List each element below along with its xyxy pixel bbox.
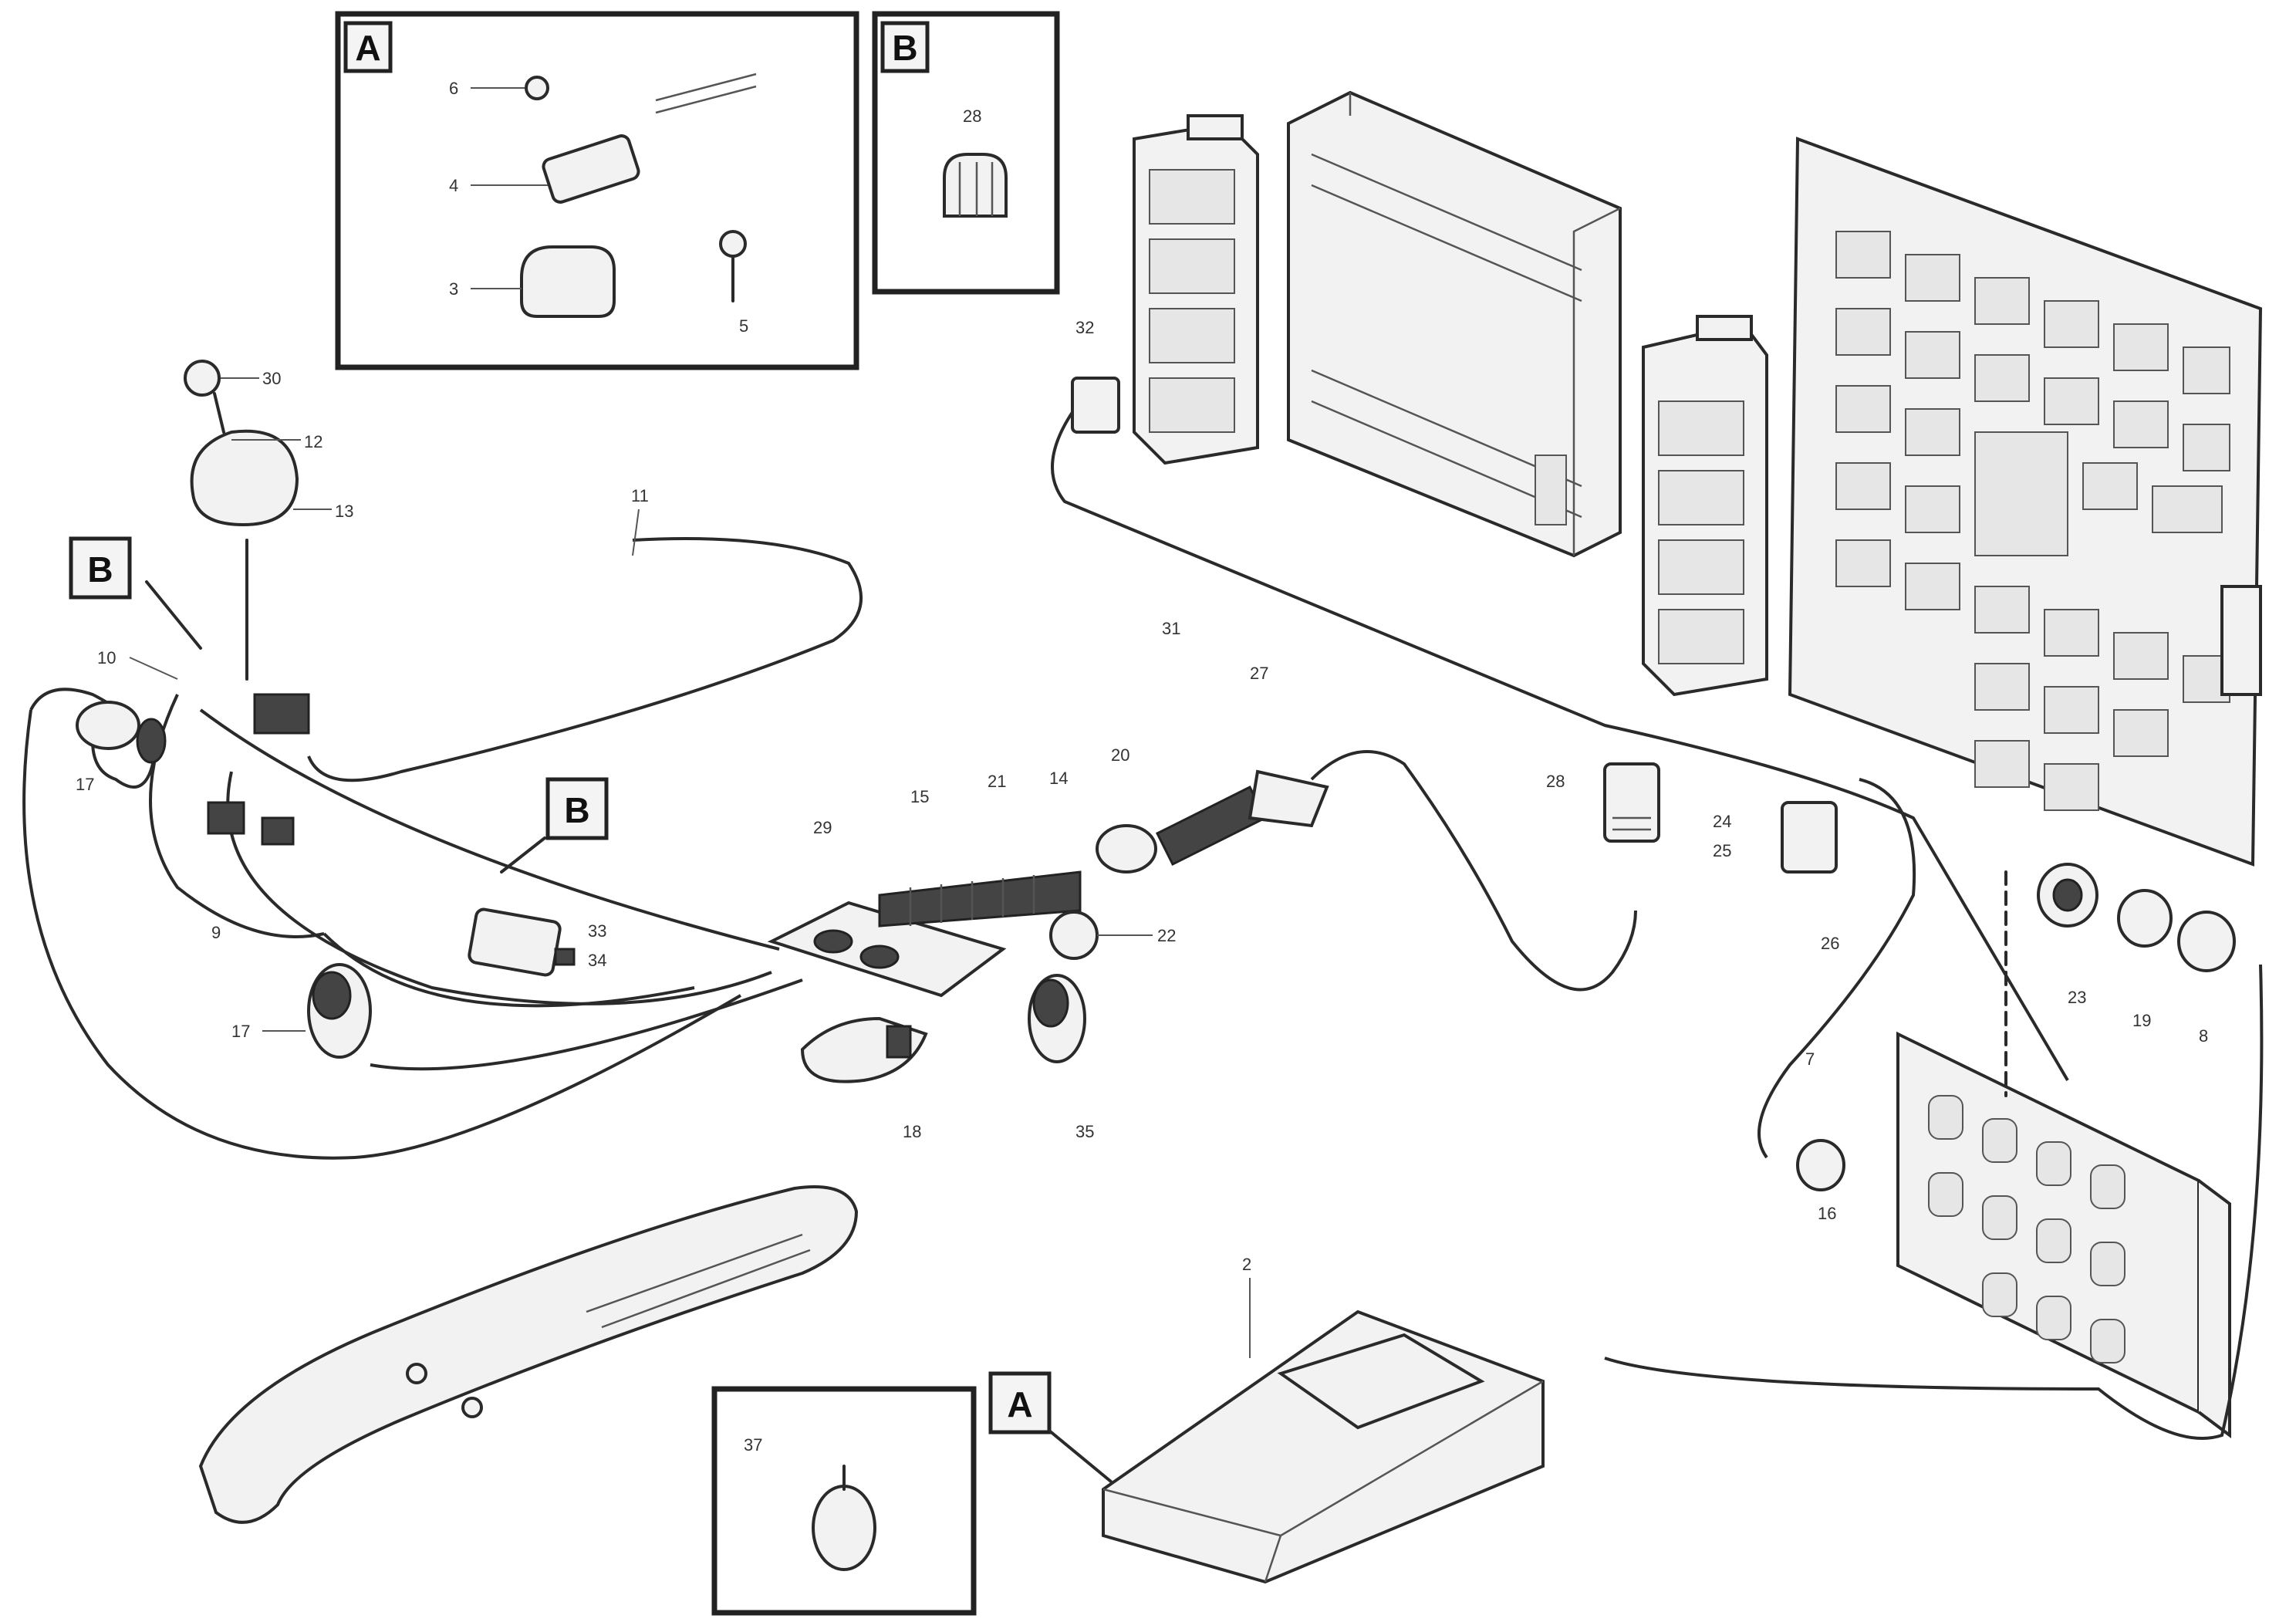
svg-text:A: A bbox=[1007, 1384, 1032, 1424]
callout-37: 37 bbox=[744, 1435, 762, 1455]
screw bbox=[719, 230, 747, 302]
callout-26: 26 bbox=[1821, 934, 1839, 953]
detail-marker-b-center: B bbox=[500, 777, 609, 874]
callout-19: 19 bbox=[2132, 1011, 2151, 1030]
lamp-assembly bbox=[184, 360, 310, 735]
switch-panel bbox=[1896, 1031, 2231, 1438]
detail-box-37: 37 bbox=[711, 1386, 977, 1616]
callout-35: 35 bbox=[1075, 1122, 1094, 1141]
small-nut bbox=[471, 76, 549, 100]
relay-holder-left bbox=[1133, 114, 1259, 465]
connector-18 bbox=[800, 1016, 928, 1083]
detail-box-b: B 28 bbox=[872, 11, 1060, 295]
fuse-board-grid bbox=[1835, 231, 2230, 811]
callout-17: 17 bbox=[76, 775, 94, 794]
cable-duct bbox=[198, 1185, 859, 1524]
callout-23: 23 bbox=[2068, 988, 2086, 1007]
svg-text:B: B bbox=[564, 790, 589, 830]
callout-18: 18 bbox=[903, 1122, 921, 1141]
callout-10: 10 bbox=[97, 648, 116, 667]
callout-14: 14 bbox=[1049, 769, 1068, 788]
callout-9: 9 bbox=[211, 923, 221, 942]
switch-7 bbox=[1796, 1139, 1845, 1191]
callout-31: 31 bbox=[1162, 619, 1180, 638]
callout-4: 4 bbox=[449, 176, 458, 195]
connector-35 bbox=[1028, 974, 1086, 1063]
callout-3: 3 bbox=[449, 279, 458, 299]
callout-29: 29 bbox=[813, 818, 832, 837]
connector-33-34 bbox=[468, 907, 576, 977]
svg-text:B: B bbox=[87, 549, 113, 590]
callout-27: 27 bbox=[1250, 664, 1268, 683]
switch-8 bbox=[2177, 911, 2236, 972]
detail-tag-b: B bbox=[892, 28, 917, 68]
callout-20: 20 bbox=[1111, 745, 1129, 765]
detail-tag-a: A bbox=[355, 28, 380, 68]
callout-24: 24 bbox=[1713, 812, 1731, 831]
cab-harness bbox=[22, 537, 863, 1160]
callout-22: 22 bbox=[1157, 926, 1176, 945]
detail-box-a: A 6 4 3 5 bbox=[335, 11, 859, 370]
callout-6: 6 bbox=[449, 79, 458, 98]
detail-marker-a: A bbox=[988, 1371, 1113, 1483]
callout-33: 33 bbox=[588, 921, 606, 941]
connector-block-29 bbox=[767, 901, 1007, 998]
callout-13: 13 bbox=[335, 502, 353, 521]
callout-32: 32 bbox=[1075, 318, 1094, 337]
callout-28-detail: 28 bbox=[963, 106, 981, 126]
callout-7: 7 bbox=[1805, 1049, 1815, 1069]
fuse-relay-board bbox=[1788, 137, 2263, 867]
relay-holder-right bbox=[1642, 315, 1768, 697]
callout-2: 2 bbox=[1242, 1255, 1251, 1274]
plug-27 bbox=[1248, 769, 1329, 828]
callout-11: 11 bbox=[631, 486, 649, 505]
callout-34: 34 bbox=[588, 951, 606, 970]
connector-clip bbox=[471, 245, 616, 318]
relay-28 bbox=[1603, 762, 1660, 843]
connector-20 bbox=[1096, 785, 1268, 874]
callout-8: 8 bbox=[2199, 1026, 2208, 1046]
connector-32 bbox=[1071, 377, 1120, 434]
switch-19 bbox=[2117, 889, 2173, 948]
control-unit-ecu bbox=[1287, 90, 1622, 558]
terminal-strip bbox=[878, 870, 1082, 928]
callout-25: 25 bbox=[1713, 841, 1731, 860]
connector-25 bbox=[1781, 801, 1838, 874]
cable-30 bbox=[1051, 400, 2069, 1082]
callout-16: 16 bbox=[1818, 1204, 1836, 1223]
connector-9 bbox=[207, 801, 295, 846]
connector-17-bottom bbox=[307, 963, 372, 1059]
callout-17-lower: 17 bbox=[231, 1022, 250, 1041]
callout-12: 12 bbox=[304, 432, 322, 451]
callout-28: 28 bbox=[1546, 772, 1565, 791]
detail-marker-b-left: B bbox=[69, 536, 202, 650]
callout-5: 5 bbox=[739, 316, 748, 336]
cable-27 bbox=[1310, 750, 1637, 992]
switch-23 bbox=[2037, 863, 2098, 928]
control-box bbox=[1102, 1309, 1545, 1584]
callout-21: 21 bbox=[988, 772, 1006, 791]
connector-22 bbox=[1049, 911, 1099, 960]
callout-15: 15 bbox=[910, 787, 929, 806]
callout-30: 30 bbox=[262, 369, 281, 388]
fuse-holder bbox=[471, 134, 640, 204]
connector-17-top bbox=[76, 701, 167, 764]
